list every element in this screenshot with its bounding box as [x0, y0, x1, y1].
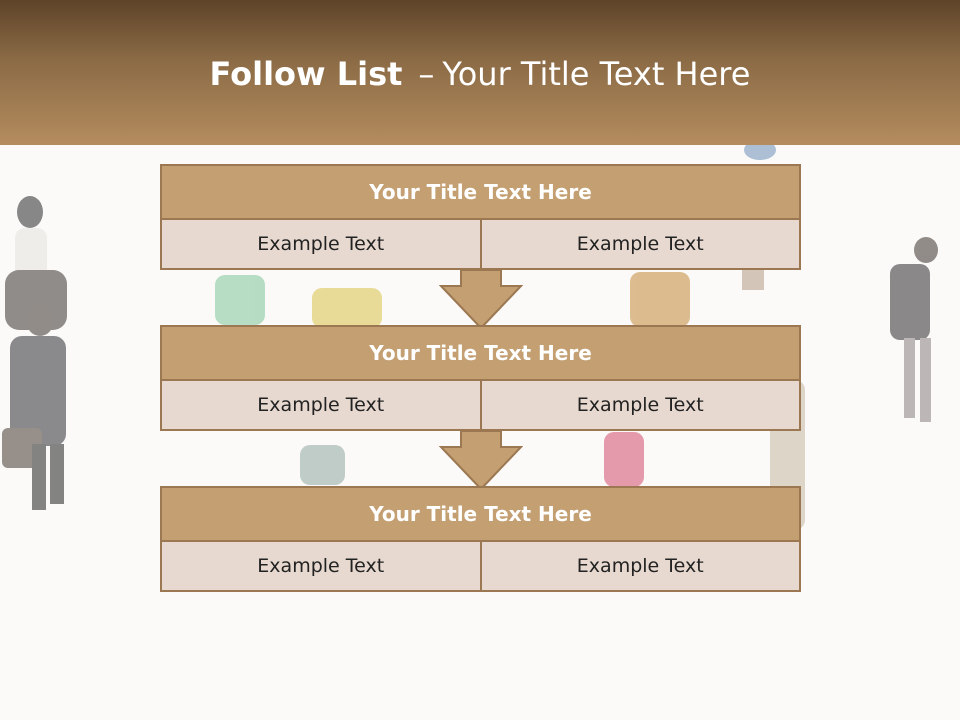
figure-green — [215, 275, 265, 325]
slide-title-rest: Your Title Text Here — [442, 55, 751, 93]
slide-title: Follow List–Your Title Text Here — [0, 55, 960, 93]
header-banner: Follow List–Your Title Text Here — [0, 0, 960, 145]
figure-orange — [630, 272, 690, 327]
figure-left-businessman — [2, 304, 66, 510]
slide-title-bold: Follow List — [209, 55, 403, 93]
block-cell-left: Example Text — [160, 381, 482, 431]
follow-block-2: Your Title Text Here Example Text Exampl… — [160, 325, 801, 431]
figure-right-man — [890, 237, 938, 422]
figure-pink — [604, 432, 644, 487]
block-row: Example Text Example Text — [160, 220, 801, 270]
block-title: Your Title Text Here — [160, 486, 801, 542]
slide-title-dash: – — [418, 55, 435, 93]
block-title: Your Title Text Here — [160, 164, 801, 220]
figure-yellow — [312, 288, 382, 328]
down-arrow-icon — [439, 431, 523, 491]
block-cell-right: Example Text — [481, 381, 801, 431]
follow-block-1: Your Title Text Here Example Text Exampl… — [160, 164, 801, 270]
down-arrow-icon — [439, 270, 523, 330]
follow-block-3: Your Title Text Here Example Text Exampl… — [160, 486, 801, 592]
block-cell-left: Example Text — [160, 220, 482, 270]
block-cell-right: Example Text — [481, 220, 801, 270]
block-title: Your Title Text Here — [160, 325, 801, 381]
figure-grey — [300, 445, 345, 485]
block-cell-right: Example Text — [481, 542, 801, 592]
block-row: Example Text Example Text — [160, 542, 801, 592]
block-row: Example Text Example Text — [160, 381, 801, 431]
block-cell-left: Example Text — [160, 542, 482, 592]
